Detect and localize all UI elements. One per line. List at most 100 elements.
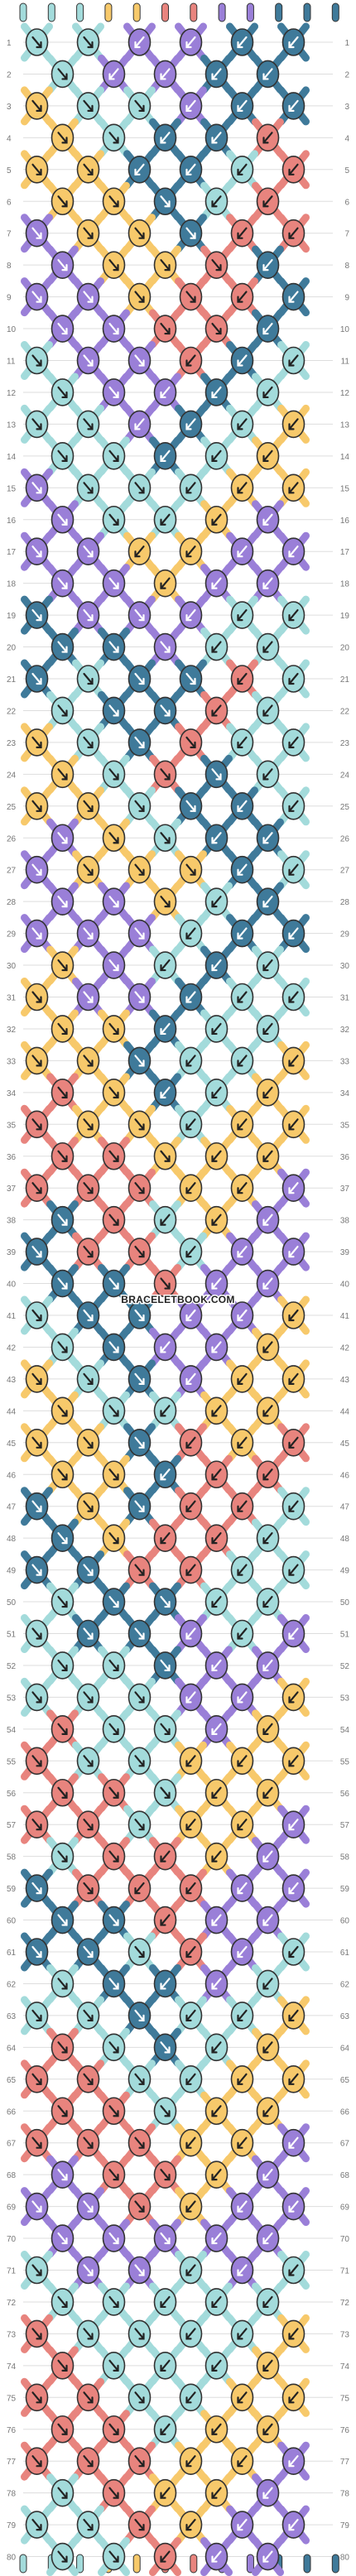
arrow-down-left-icon [160,1532,171,1545]
knot [123,723,156,762]
knot [200,309,233,348]
knot [149,690,181,730]
knot [21,1168,53,1208]
knot [123,1805,156,1844]
arrow-down-right-icon [83,927,94,940]
arrow-down-left-icon [211,195,222,208]
arrow-down-left-icon [288,36,299,49]
arrow-down-right-icon [31,291,42,303]
string-end-bottom [246,2554,254,2574]
knot [252,754,284,794]
arrow-down-left-icon [185,1882,196,1895]
knot [175,531,207,571]
arrow-down-right-icon [57,896,68,908]
arrow-down-right-icon [83,354,94,367]
arrow-down-left-icon [288,2264,299,2276]
knot [277,1805,310,1844]
knot [277,723,310,762]
row-number-left: 64 [7,2044,17,2053]
knot [175,1104,207,1144]
row-number-right: 35 [340,1121,350,1130]
knot [175,1423,207,1463]
arrow-down-right-icon [134,1564,145,1576]
row-number-right: 1 [344,39,349,48]
arrow-down-left-icon [185,1372,196,1385]
arrow-down-right-icon [134,1372,145,1385]
knot [252,1264,284,1304]
arrow-down-right-icon [57,322,68,335]
knot [252,1709,284,1749]
arrow-down-right-icon [108,1341,119,1353]
row-number-right: 6 [344,198,349,207]
knot [226,341,258,380]
knot [252,436,284,476]
knot [123,2314,156,2353]
knot [252,627,284,667]
knot [200,2282,233,2322]
arrow-down-left-icon [185,1691,196,1704]
arrow-down-left-icon [288,2328,299,2340]
row-number-right: 44 [340,1407,350,1416]
knot [72,1295,104,1335]
arrow-down-left-icon [237,2391,248,2404]
row-number-right: 50 [340,1598,350,1608]
knot [175,1677,207,1717]
arrow-down-right-icon [31,1882,42,1895]
row-number-left: 73 [7,2330,17,2339]
arrow-down-right-icon [57,132,68,144]
arrow-down-left-icon [262,2550,273,2563]
arrow-down-left-icon [237,1691,248,1704]
arrow-down-right-icon [83,1564,94,1576]
knot [72,978,104,1016]
arrow-down-left-icon [237,991,248,1003]
arrow-down-left-icon [237,1246,248,1258]
knot [21,723,53,762]
arrow-down-right-icon [83,1372,94,1385]
row-number-right: 72 [340,2299,350,2308]
arrow-down-right-icon [134,800,145,812]
arrow-down-left-icon [134,1882,145,1895]
row-number-left: 75 [7,2394,17,2403]
arrow-down-left-icon [211,1341,222,1353]
arrow-down-right-icon [83,1691,94,1704]
arrow-down-right-icon [57,1277,68,1290]
arrow-down-left-icon [211,2550,222,2563]
arrow-down-right-icon [108,1022,119,1036]
arrow-down-left-icon [262,1532,273,1545]
row-number-left: 74 [7,2362,17,2372]
knot [46,1901,79,1940]
knot [46,118,79,157]
knot [21,2377,53,2417]
knot [226,1040,258,1080]
arrow-down-left-icon [288,1564,299,1576]
knot [175,786,207,826]
arrow-down-left-icon [237,1755,248,1767]
arrow-down-left-icon [185,2264,196,2276]
row-number-left: 29 [7,930,17,940]
knot [123,978,156,1016]
knot [123,404,156,444]
row-number-left: 54 [7,1726,17,1735]
row-number-right: 31 [340,994,350,1003]
knot [98,372,130,412]
arrow-down-right-icon [31,1564,42,1576]
arrow-down-right-icon [83,2519,94,2531]
knot [149,1963,181,2003]
knot [226,850,258,890]
row-number-left: 12 [7,389,17,398]
knot [98,1709,130,1749]
string-end-top [47,2,55,22]
knot [123,1932,156,1972]
knot [46,564,79,603]
arrow-down-right-icon [160,2169,171,2181]
knot [175,2123,207,2163]
knot [46,1963,79,2003]
knot [21,1359,53,1399]
row-number-right: 74 [340,2362,350,2372]
knot [200,2473,233,2513]
knot [277,850,310,890]
knot [149,882,181,921]
arrow-down-left-icon [237,2328,248,2340]
row-number-right: 78 [340,2490,350,2499]
